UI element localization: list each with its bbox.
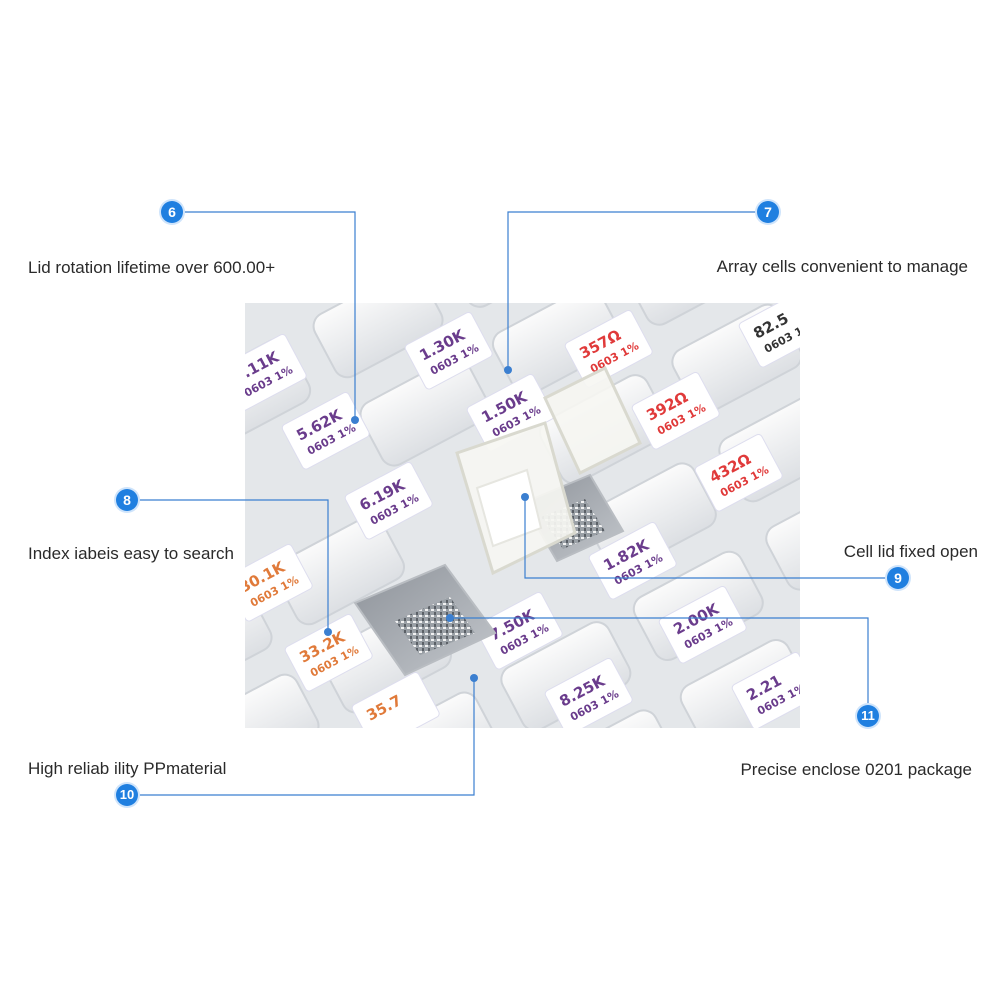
caption-pp-material: High reliab ility PPmaterial	[28, 759, 227, 778]
caption-0201-package: Precise enclose 0201 package	[740, 760, 972, 779]
caption-array-cells: Array cells convenient to manage	[716, 257, 968, 276]
callout-badge-9: 9	[887, 567, 909, 589]
callout-badge-6: 6	[161, 201, 183, 223]
callout-badge-8: 8	[116, 489, 138, 511]
caption-lid-rotation: Lid rotation lifetime over 600.00+	[28, 258, 276, 277]
callout-badge-7: 7	[757, 201, 779, 223]
callout-badge-11: 11	[857, 705, 879, 727]
caption-index-labels: Index iabeis easy to search	[28, 544, 235, 563]
caption-cell-lid-open: Cell lid fixed open	[843, 542, 978, 561]
callout-badge-10: 10	[116, 784, 138, 806]
open-lid	[455, 365, 642, 576]
